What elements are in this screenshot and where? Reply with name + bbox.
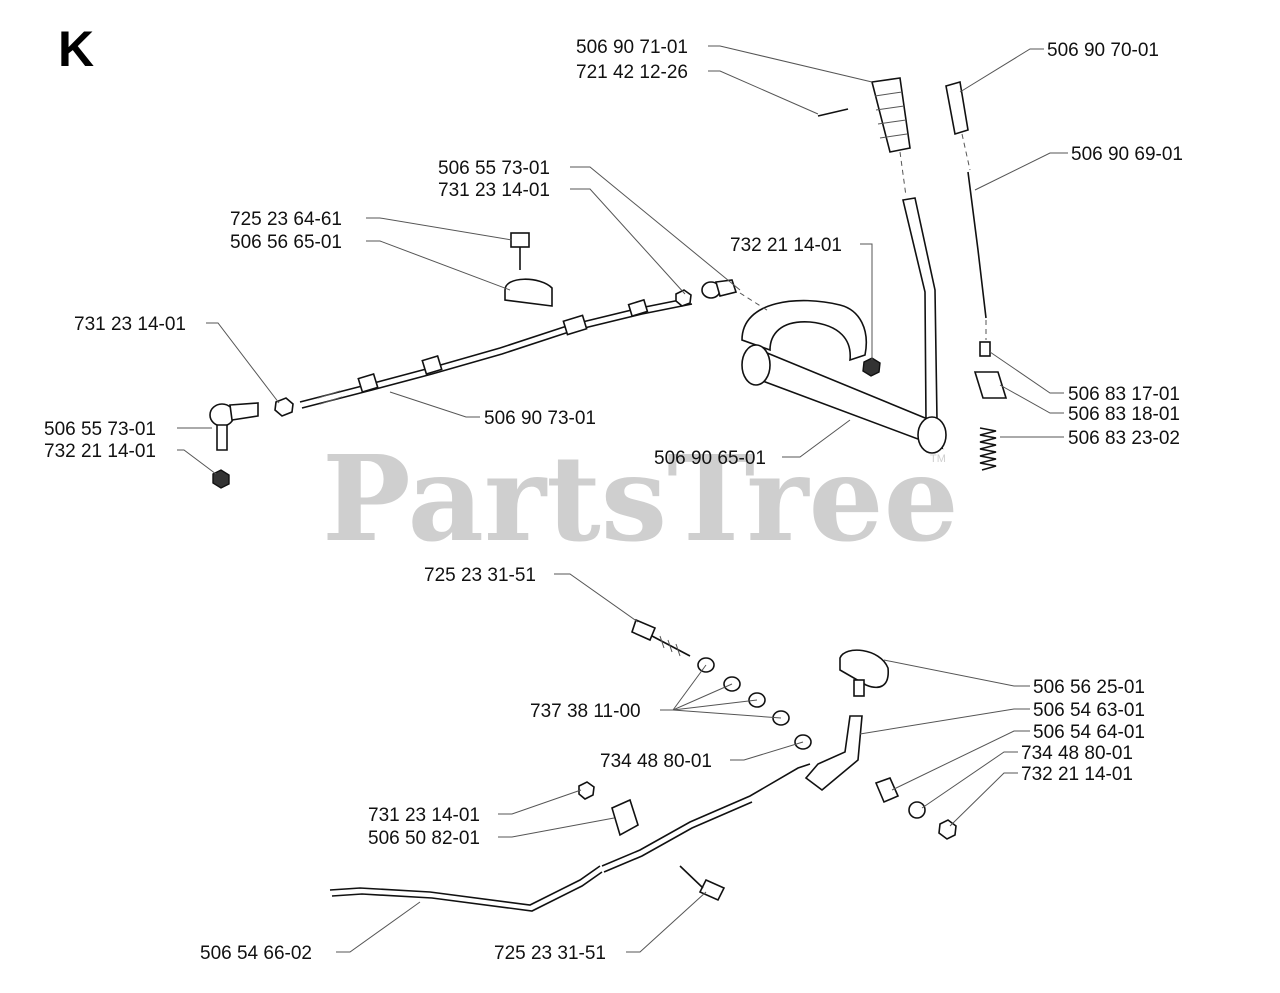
ball-joint-right	[701, 279, 738, 299]
cable-nut-lower	[578, 781, 595, 800]
bracket-nut	[862, 357, 881, 377]
part-label: 725 23 64-61	[230, 209, 342, 230]
part-label: 506 83 23-02	[1068, 428, 1180, 449]
part-label: 506 90 71-01	[576, 37, 688, 58]
part-label: 725 23 31-51	[494, 943, 606, 964]
ball-joint-nut-left	[212, 469, 230, 489]
lever-knob	[871, 77, 911, 153]
part-label: 737 38 11-00	[530, 701, 641, 722]
part-label: 506 55 73-01	[438, 158, 550, 179]
part-label: 506 90 70-01	[1047, 40, 1159, 61]
part-label: 506 50 82-01	[368, 828, 480, 849]
part-label: 506 56 25-01	[1033, 677, 1145, 698]
part-label: 506 55 73-01	[44, 419, 156, 440]
part-label: 732 21 14-01	[44, 441, 156, 462]
part-label: 506 54 64-01	[1033, 722, 1145, 743]
part-label: 734 48 80-01	[1021, 743, 1133, 764]
pivot-bracket	[741, 299, 947, 454]
lower-cable	[329, 763, 811, 912]
cable-nut-left	[274, 397, 294, 417]
part-label: 721 42 12-26	[576, 62, 688, 83]
lever-bracket	[804, 715, 863, 792]
cable-nut-right	[675, 289, 692, 307]
upper-assembly	[209, 77, 1008, 489]
part-label: 732 21 14-01	[1021, 764, 1133, 785]
rod	[967, 171, 987, 319]
bushing	[874, 776, 900, 804]
rod-pin	[979, 341, 991, 357]
part-labels: 506 90 71-01 721 42 12-26 506 90 70-01 5…	[44, 37, 1183, 964]
upper-cable	[299, 297, 693, 409]
watermark-logo: PartsTree	[322, 429, 959, 568]
spring	[979, 427, 997, 471]
cable-clip	[611, 798, 639, 837]
part-label: 506 54 66-02	[200, 943, 312, 964]
ball-joint-left	[209, 402, 259, 451]
part-label: 731 23 14-01	[438, 180, 550, 201]
threaded-end	[317, 390, 343, 405]
plate	[973, 371, 1008, 399]
clamp-bolt	[510, 232, 530, 270]
section-letter: K	[58, 21, 94, 77]
part-label: 506 90 69-01	[1071, 144, 1183, 165]
handle-knob	[839, 649, 889, 697]
watermark-trademark: TM	[930, 453, 946, 465]
part-label: 731 23 14-01	[74, 314, 186, 335]
part-label: 732 21 14-01	[730, 235, 842, 256]
washer-6	[908, 801, 926, 819]
part-label: 725 23 31-51	[424, 565, 536, 586]
part-label: 506 54 63-01	[1033, 700, 1145, 721]
bolt-lower	[679, 865, 726, 902]
part-label: 506 90 73-01	[484, 408, 596, 429]
part-label: 506 83 17-01	[1068, 384, 1180, 405]
leader-lines	[177, 45, 1068, 953]
part-label: 506 56 65-01	[230, 232, 342, 253]
part-label: 731 23 14-01	[368, 805, 480, 826]
sleeve	[945, 80, 969, 136]
part-label: 506 90 65-01	[654, 448, 766, 469]
lever-arm	[902, 197, 938, 423]
part-label: 734 48 80-01	[600, 751, 712, 772]
cable-clamp	[504, 278, 553, 307]
pin	[817, 108, 849, 117]
bolt-upper	[631, 618, 691, 657]
lower-assembly	[329, 618, 957, 912]
part-label: 506 83 18-01	[1068, 404, 1180, 425]
